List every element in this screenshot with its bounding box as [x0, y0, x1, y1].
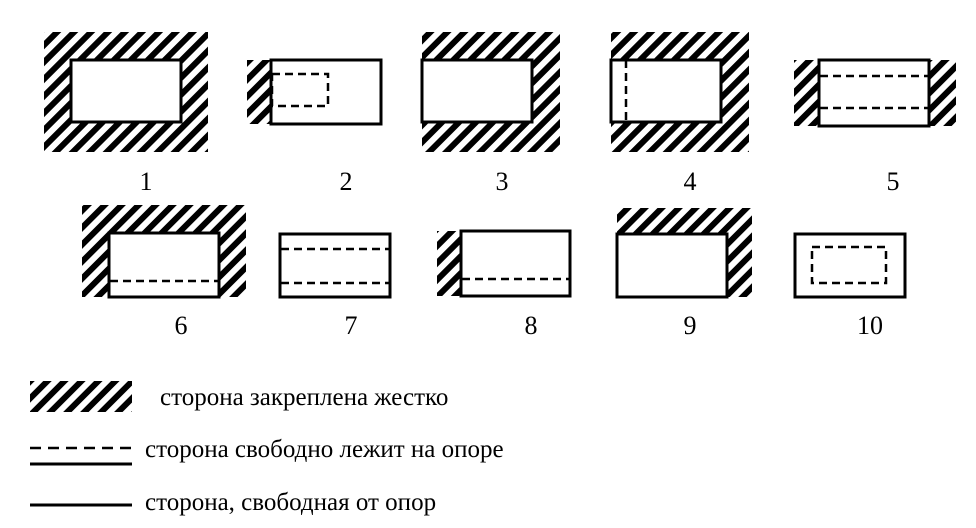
scheme-number: 1: [140, 167, 153, 196]
hatch-swatch: [30, 381, 132, 412]
scheme-1: 1: [44, 32, 208, 196]
plate-rect: [793, 232, 907, 299]
plate-rect: [278, 232, 392, 299]
scheme-number: 4: [684, 167, 697, 196]
plate-rect: [269, 58, 383, 126]
plate-rect: [420, 58, 534, 124]
supported-dashed: [270, 72, 330, 108]
scheme-number: 3: [496, 167, 509, 196]
legend-label-free: сторона, свободная от опор: [145, 489, 436, 516]
scheme-9: 9: [615, 208, 752, 340]
plate-rect: [69, 58, 183, 124]
legend-item-free: сторона, свободная от опор: [30, 489, 436, 516]
scheme-8: 8: [437, 229, 572, 340]
plate-rect: [817, 58, 931, 128]
scheme-number: 6: [175, 311, 188, 340]
scheme-6: 6: [82, 205, 246, 340]
scheme-10: 10: [793, 232, 907, 340]
scheme-2: 2: [247, 58, 383, 196]
supported-dashed: [810, 245, 888, 285]
clamped-hatch: [437, 231, 461, 296]
scheme-3: 3: [420, 32, 560, 196]
plate-rect: [609, 58, 723, 124]
legend: сторона закреплена жестко сторона свобод…: [30, 381, 504, 516]
legend-item-clamped: сторона закреплена жестко: [30, 381, 448, 412]
plate-rect: [615, 232, 729, 299]
scheme-number: 5: [887, 167, 900, 196]
scheme-number: 7: [345, 311, 358, 340]
scheme-5: 5: [794, 58, 956, 196]
legend-item-supported: сторона свободно лежит на опоре: [30, 436, 504, 466]
scheme-4: 4: [609, 32, 749, 196]
scheme-7: 7: [278, 232, 392, 340]
scheme-number: 8: [525, 311, 538, 340]
scheme-number: 9: [684, 311, 697, 340]
plate-rect: [459, 229, 572, 298]
scheme-number: 2: [340, 167, 353, 196]
scheme-number: 10: [857, 311, 883, 340]
plate-rect: [107, 231, 221, 299]
legend-label-clamped: сторона закреплена жестко: [160, 384, 448, 411]
legend-label-supported: сторона свободно лежит на опоре: [145, 436, 504, 463]
clamped-hatch: [247, 60, 271, 124]
